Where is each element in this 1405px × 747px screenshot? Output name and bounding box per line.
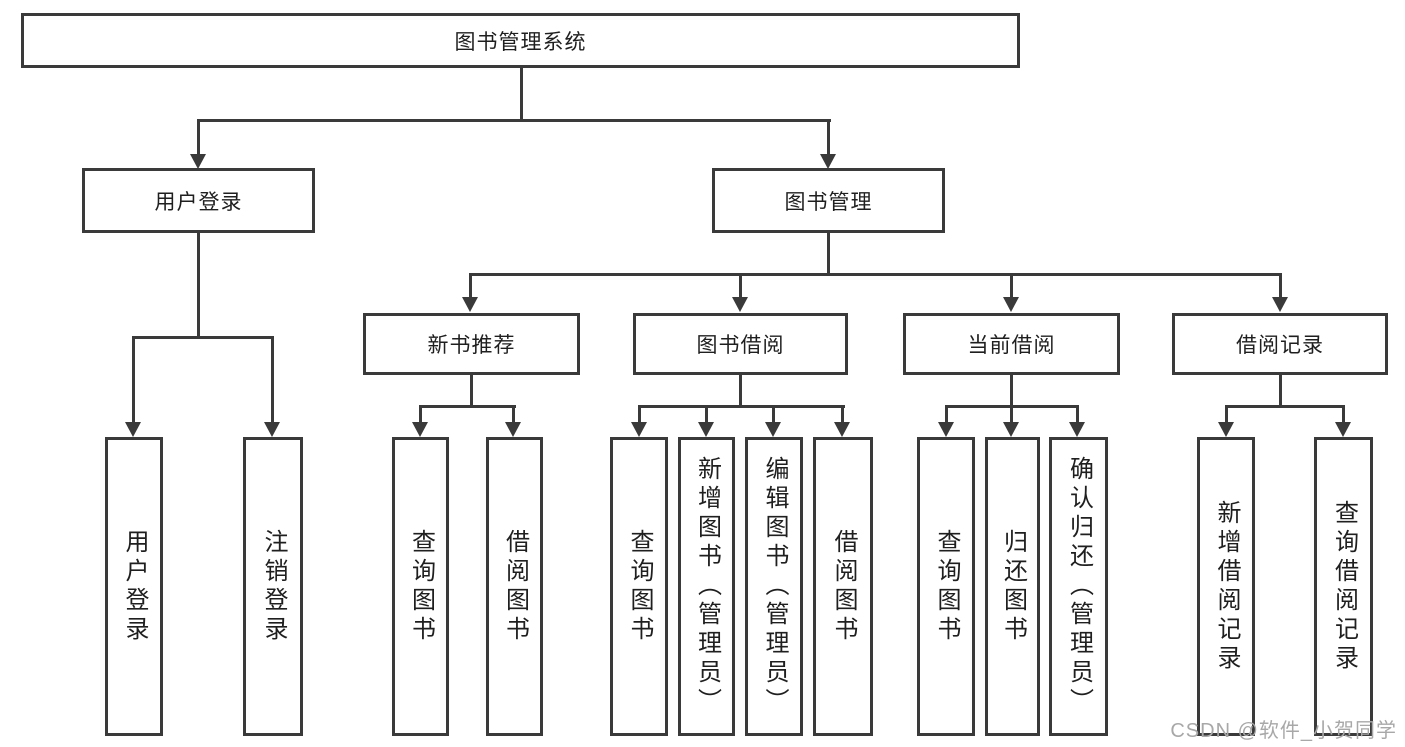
leaf-add-borrow-record: 新增借阅记录 xyxy=(1197,437,1255,736)
connector-line xyxy=(1076,408,1079,423)
arrow-down-icon xyxy=(505,422,521,437)
node-new-book-recommend: 新书推荐 xyxy=(363,313,580,375)
connector-line xyxy=(132,336,274,339)
leaf-label: 查询图书 xyxy=(626,528,653,645)
connector-line xyxy=(739,276,742,298)
node-user-login: 用户登录 xyxy=(82,168,315,233)
connector-line xyxy=(132,339,135,423)
leaf-query-book: 查询图书 xyxy=(610,437,668,736)
arrow-down-icon xyxy=(1272,297,1288,312)
arrow-down-icon xyxy=(264,422,280,437)
connector-line xyxy=(739,375,742,408)
arrow-down-icon xyxy=(1335,422,1351,437)
arrow-down-icon xyxy=(190,154,206,169)
leaf-query-book: 查询图书 xyxy=(917,437,975,736)
node-label: 图书管理系统 xyxy=(454,30,587,54)
arrow-down-icon xyxy=(698,422,714,437)
connector-line xyxy=(841,408,844,423)
leaf-label: 借阅图书 xyxy=(501,528,529,645)
arrow-down-icon xyxy=(765,422,781,437)
connector-line xyxy=(1225,405,1345,408)
node-book-management: 图书管理 xyxy=(712,168,945,233)
leaf-label: 借阅图书 xyxy=(830,528,857,645)
connector-line xyxy=(512,408,515,423)
node-label: 图书管理 xyxy=(784,190,873,214)
connector-line xyxy=(827,122,830,155)
node-library-management-system: 图书管理系统 xyxy=(21,13,1020,68)
leaf-label: 查询借阅记录 xyxy=(1330,499,1358,674)
arrow-down-icon xyxy=(1003,297,1019,312)
leaf-label: 确认归还（管理员） xyxy=(1065,456,1093,717)
node-label: 借阅记录 xyxy=(1236,334,1324,357)
leaf-label: 编辑图书（管理员） xyxy=(761,456,788,717)
arrow-down-icon xyxy=(462,297,478,312)
connector-line xyxy=(197,119,831,122)
arrow-down-icon xyxy=(732,297,748,312)
connector-line xyxy=(419,405,516,408)
node-label: 图书借阅 xyxy=(696,334,785,357)
leaf-query-book: 查询图书 xyxy=(392,437,449,736)
leaf-label: 归还图书 xyxy=(999,528,1027,645)
connector-line xyxy=(419,408,422,423)
connector-line xyxy=(469,276,472,298)
leaf-label: 查询图书 xyxy=(933,528,960,645)
connector-line xyxy=(705,408,708,423)
connector-line xyxy=(827,233,830,276)
leaf-edit-book-admin: 编辑图书（管理员） xyxy=(745,437,803,736)
leaf-borrow-book: 借阅图书 xyxy=(486,437,543,736)
leaf-label: 用户登录 xyxy=(121,528,148,645)
arrow-down-icon xyxy=(834,422,850,437)
arrow-down-icon xyxy=(631,422,647,437)
arrow-down-icon xyxy=(1069,422,1085,437)
connector-line xyxy=(469,273,1282,276)
leaf-add-book-admin: 新增图书（管理员） xyxy=(678,437,735,736)
connector-line xyxy=(1279,276,1282,298)
watermark: CSDN @软件_小贺同学 xyxy=(1170,720,1397,742)
arrow-down-icon xyxy=(1218,422,1234,437)
node-borrow-records: 借阅记录 xyxy=(1172,313,1388,375)
arrow-down-icon xyxy=(820,154,836,169)
node-book-borrow: 图书借阅 xyxy=(633,313,848,375)
leaf-borrow-book: 借阅图书 xyxy=(813,437,873,736)
node-label: 用户登录 xyxy=(154,190,243,214)
leaf-label: 新增借阅记录 xyxy=(1213,499,1240,674)
connector-line xyxy=(1010,408,1013,423)
connector-line xyxy=(945,405,1079,408)
arrow-down-icon xyxy=(1003,422,1019,437)
connector-line xyxy=(1342,408,1345,423)
connector-line xyxy=(1225,408,1228,423)
leaf-user-login: 用户登录 xyxy=(105,437,163,736)
connector-line xyxy=(197,233,200,339)
leaf-query-borrow-record: 查询借阅记录 xyxy=(1314,437,1373,736)
connector-line xyxy=(1010,375,1013,408)
connector-line xyxy=(638,408,641,423)
arrow-down-icon xyxy=(938,422,954,437)
leaf-return-book: 归还图书 xyxy=(985,437,1040,736)
connector-line xyxy=(945,408,948,423)
connector-line xyxy=(638,405,845,408)
leaf-label: 新增图书（管理员） xyxy=(693,456,721,717)
connector-line xyxy=(772,408,775,423)
leaf-logout: 注销登录 xyxy=(243,437,303,736)
connector-line xyxy=(271,339,274,423)
node-label: 当前借阅 xyxy=(967,334,1056,357)
arrow-down-icon xyxy=(125,422,141,437)
leaf-confirm-return-admin: 确认归还（管理员） xyxy=(1049,437,1108,736)
node-current-borrow: 当前借阅 xyxy=(903,313,1120,375)
connector-line xyxy=(470,375,473,408)
connector-line xyxy=(520,68,523,122)
leaf-label: 注销登录 xyxy=(260,528,287,645)
node-label: 新书推荐 xyxy=(427,334,516,357)
connector-line xyxy=(1010,276,1013,298)
connector-line xyxy=(197,122,200,155)
leaf-label: 查询图书 xyxy=(407,528,435,645)
connector-line xyxy=(1279,375,1282,408)
arrow-down-icon xyxy=(412,422,428,437)
